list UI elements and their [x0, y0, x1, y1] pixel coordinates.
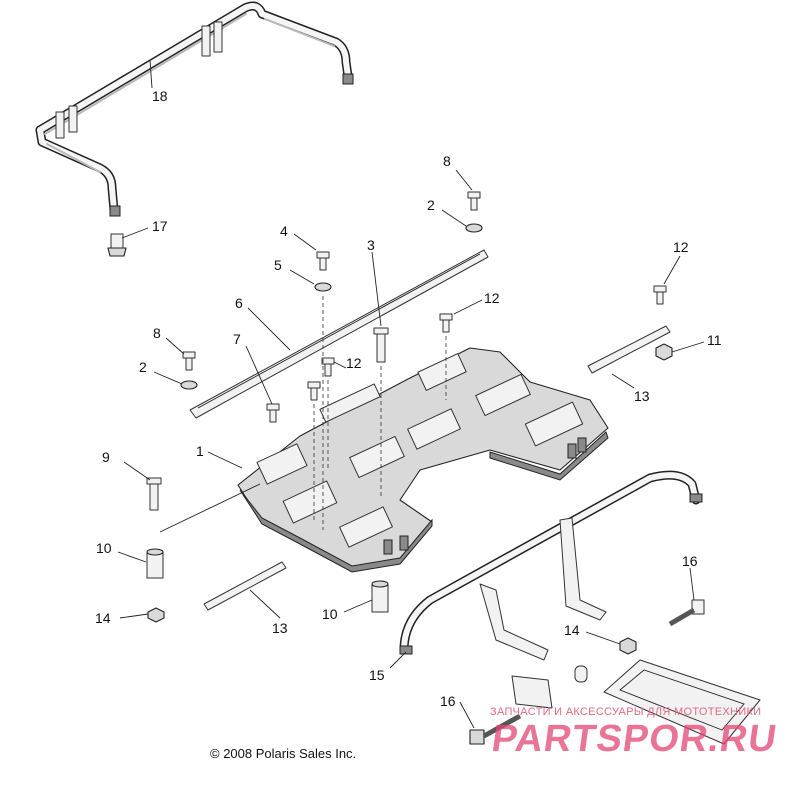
callout-11: 11: [707, 332, 722, 348]
part-15-rack-frame: [399, 470, 703, 661]
callout-3: 3: [367, 237, 375, 253]
callout-4: 4: [280, 223, 288, 239]
part-2-washer-left: [180, 380, 198, 390]
callout-16-bottom: 16: [440, 693, 456, 709]
callout-12-center: 12: [484, 290, 500, 306]
callout-1: 1: [196, 443, 204, 459]
callout-12-right: 12: [673, 239, 689, 255]
part-9-long-bolt: [146, 477, 162, 511]
callout-10-left: 10: [96, 540, 112, 556]
part-12-bolt-a: [439, 313, 453, 333]
callout-6: 6: [235, 295, 243, 311]
part-17-push-rivet: [107, 233, 127, 257]
part-3-long-bolt: [373, 327, 389, 363]
part-8-bolt-left: [182, 351, 196, 371]
part-14-nut-left: [147, 607, 165, 623]
part-5-washer: [314, 282, 332, 292]
part-14-nut-right: [574, 637, 637, 683]
callout-8-left: 8: [153, 325, 161, 341]
copyright-notice: © 2008 Polaris Sales Inc.: [210, 746, 357, 761]
part-10-spacer-right: [371, 580, 389, 613]
callout-18: 18: [152, 88, 168, 104]
part-11-nut: [655, 343, 673, 361]
leader-lines: [117, 59, 705, 729]
callout-7: 7: [233, 331, 241, 347]
callout-8-upper: 8: [443, 153, 451, 169]
part-10-spacer-left: [146, 548, 164, 579]
part-2-washer-upper: [465, 223, 483, 233]
bracket-plate: [511, 675, 553, 709]
callout-12-left: 12: [346, 355, 362, 371]
watermark-subtitle: ЗАПЧАСТИ И АКСЕССУАРЫ ДЛЯ МОТОТЕХНИКИ: [490, 706, 762, 718]
part-6-trim-strip: [189, 249, 489, 419]
callout-15: 15: [369, 667, 385, 683]
watermark-logo: PARTSPOR.RU: [489, 718, 780, 760]
callout-9: 9: [102, 449, 110, 465]
callout-13-front: 13: [272, 620, 288, 636]
callout-13-right: 13: [634, 388, 650, 404]
assembly-centerlines: [313, 296, 447, 530]
bottom-frame-bracket: [603, 659, 761, 745]
part-12-bolt-b: [653, 285, 667, 305]
part-12-bolt-c: [307, 357, 335, 401]
part-13-trim-strip-front: [203, 561, 287, 611]
part-8-bolt-upper: [467, 191, 481, 211]
part-4-bolt: [316, 251, 330, 271]
part-18-rack-rail: [35, 1, 354, 217]
part-16-bolt-bottom: [469, 713, 522, 745]
part-1-rack-tray: [237, 347, 609, 573]
callout-16-right: 16: [682, 553, 698, 569]
callout-10-right: 10: [322, 606, 338, 622]
part-13-trim-strip-right: [587, 325, 671, 374]
part-16-bolt-right: [668, 599, 705, 627]
callout-labels: 18 17 8 2 4 3 5 12 6 12 8 7 12 11 2 13 1…: [95, 88, 722, 709]
callout-14-right: 14: [564, 622, 580, 638]
callout-5: 5: [274, 257, 282, 273]
callout-17: 17: [152, 218, 168, 234]
callout-2-upper: 2: [427, 197, 435, 213]
callout-14-left: 14: [95, 610, 111, 626]
callout-2-left: 2: [139, 359, 147, 375]
part-7-bolt: [266, 403, 280, 423]
